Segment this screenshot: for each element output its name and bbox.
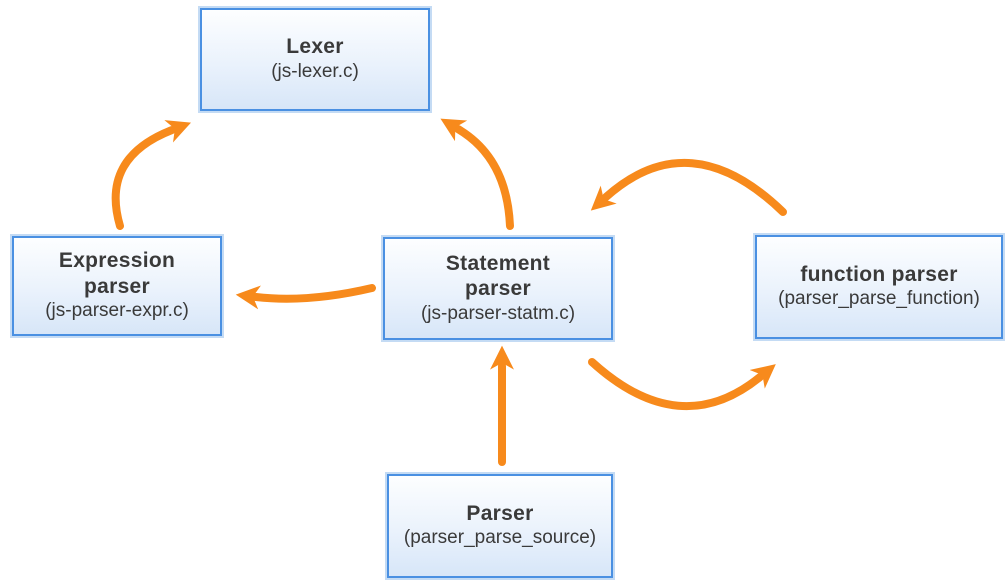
node-statement-parser-subtitle: (js-parser-statm.c) bbox=[420, 302, 576, 324]
arrow-statement-parser-to-lexer bbox=[440, 118, 514, 230]
node-expression-parser-title: Expression parser bbox=[58, 249, 176, 298]
node-lexer: Lexer (js-lexer.c) bbox=[200, 8, 430, 111]
node-expression-parser-subtitle: (js-parser-expr.c) bbox=[45, 300, 189, 322]
node-expression-parser: Expression parser (js-parser-expr.c) bbox=[12, 236, 222, 336]
node-lexer-subtitle: (js-lexer.c) bbox=[271, 60, 359, 82]
arrow-statement-parser-to-expression-parser bbox=[235, 284, 376, 310]
node-function-parser-title: function parser bbox=[800, 262, 958, 286]
arrow-expression-parser-to-lexer bbox=[111, 120, 192, 230]
node-statement-parser-title: Statement parser bbox=[445, 251, 551, 301]
node-lexer-title: Lexer bbox=[286, 35, 344, 59]
node-function-parser-subtitle: (parser_parse_function) bbox=[778, 288, 980, 310]
node-parser-subtitle: (parser_parse_source) bbox=[403, 527, 597, 549]
node-parser-title: Parser bbox=[466, 501, 534, 525]
node-parser: Parser (parser_parse_source) bbox=[387, 474, 613, 578]
node-function-parser: function parser (parser_parse_function) bbox=[755, 235, 1003, 339]
node-statement-parser: Statement parser (js-parser-statm.c) bbox=[383, 237, 613, 340]
arrow-statement-parser-to-function-parser bbox=[588, 358, 776, 411]
arrow-function-parser-to-statement-parser bbox=[590, 158, 787, 216]
